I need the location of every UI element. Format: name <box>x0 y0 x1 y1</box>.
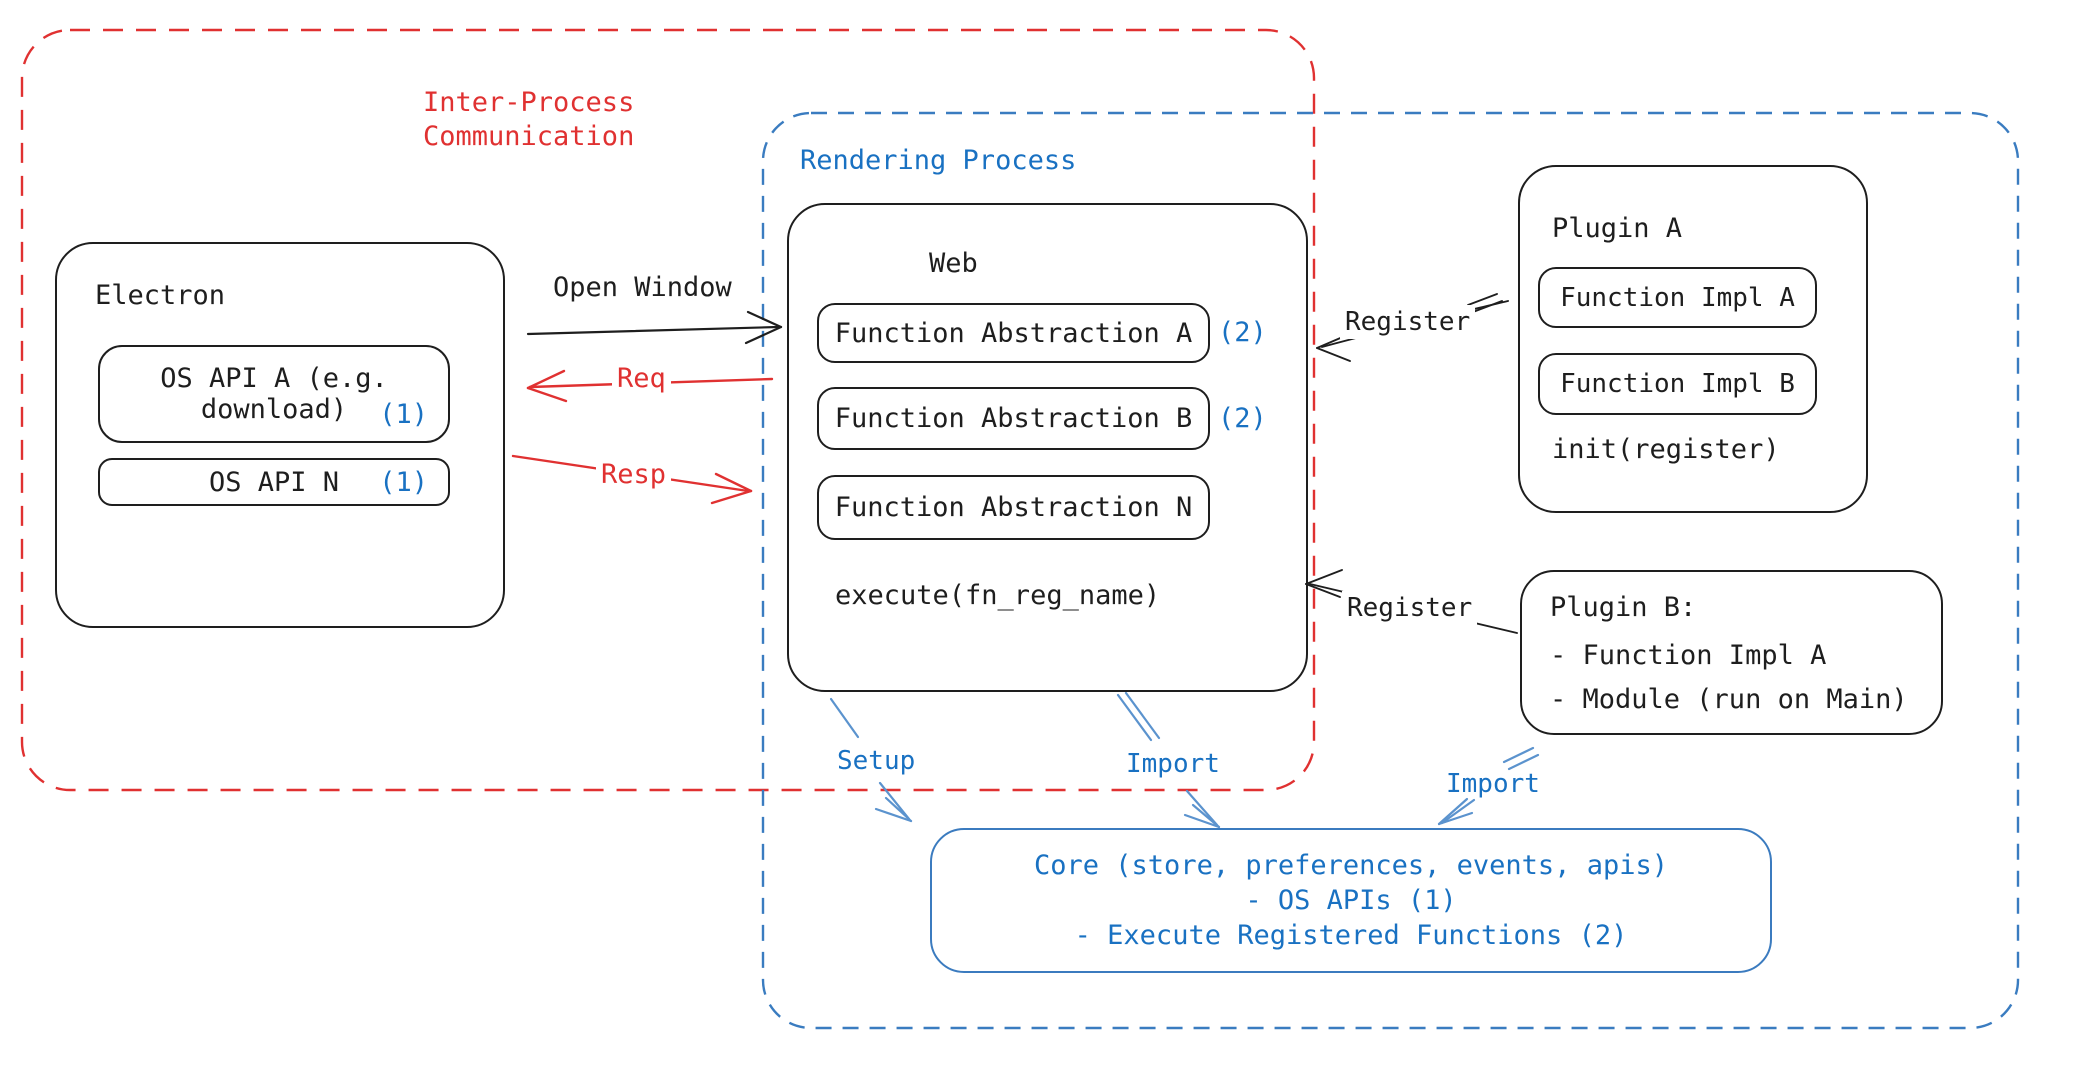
os-api-a-label-line2: download) <box>200 394 348 425</box>
plugin-b-item-module: - Module (run on Main) <box>1550 684 1908 715</box>
core-line-2: - OS APIs (1) <box>1245 885 1457 916</box>
register-top-label: Register <box>1340 305 1476 339</box>
open-window-arrow <box>526 310 783 345</box>
fn-impl-a-label: Function Impl A <box>1560 282 1795 313</box>
fn-abstraction-a-badge: (2) <box>1218 317 1267 348</box>
rendering-process-title: Rendering Process <box>800 145 1077 176</box>
fn-impl-a-box: Function Impl A <box>1538 267 1817 328</box>
os-api-a-label-line1: OS API A (e.g. <box>160 363 388 394</box>
ipc-title-line2: Communication <box>423 121 635 152</box>
core-line-3: - Execute Registered Functions (2) <box>1074 920 1628 951</box>
electron-title: Electron <box>95 280 226 311</box>
plugin-b-box <box>1520 570 1943 735</box>
execute-label: execute(fn_reg_name) <box>835 580 1161 611</box>
init-register-label: init(register) <box>1552 434 1780 465</box>
os-api-n-label: OS API N <box>208 466 340 498</box>
core-box: Core (store, preferences, events, apis) … <box>930 828 1772 973</box>
os-api-a-box: OS API A (e.g. download) (1) <box>98 345 450 443</box>
register-bottom-label: Register <box>1342 591 1478 625</box>
electron-box <box>55 242 505 628</box>
fn-abstraction-b-badge: (2) <box>1218 403 1267 434</box>
plugin-a-title: Plugin A <box>1552 213 1683 244</box>
plugin-b-item-impl-a: - Function Impl A <box>1550 640 1827 671</box>
fn-impl-b-box: Function Impl B <box>1538 353 1817 415</box>
setup-label: Setup <box>837 746 916 776</box>
fn-abstraction-b-box: Function Abstraction B <box>817 387 1210 450</box>
core-line-1: Core (store, preferences, events, apis) <box>1034 850 1668 881</box>
fn-abstraction-a-box: Function Abstraction A <box>817 303 1210 363</box>
web-box <box>787 203 1308 692</box>
fn-abstraction-n-box: Function Abstraction N <box>817 475 1210 540</box>
plugin-b-title: Plugin B: <box>1550 592 1697 623</box>
web-title: Web <box>929 248 978 279</box>
fn-abstraction-a-label: Function Abstraction A <box>834 317 1193 349</box>
fn-abstraction-b-label: Function Abstraction B <box>834 403 1193 434</box>
resp-label: Resp <box>596 458 672 492</box>
os-api-n-badge: (1) <box>379 467 428 498</box>
open-window-label: Open Window <box>553 272 732 303</box>
plugin-a-box <box>1518 165 1868 513</box>
fn-impl-b-label: Function Impl B <box>1560 369 1795 399</box>
os-api-a-badge: (1) <box>379 399 428 430</box>
ipc-title-line1: Inter-Process <box>423 87 635 118</box>
req-label: Req <box>612 362 671 396</box>
import-web-label: Import <box>1126 749 1220 779</box>
fn-abstraction-n-label: Function Abstraction N <box>834 492 1193 523</box>
os-api-n-box: OS API N (1) <box>98 458 450 506</box>
import-plugin-b-label: Import <box>1446 769 1540 799</box>
